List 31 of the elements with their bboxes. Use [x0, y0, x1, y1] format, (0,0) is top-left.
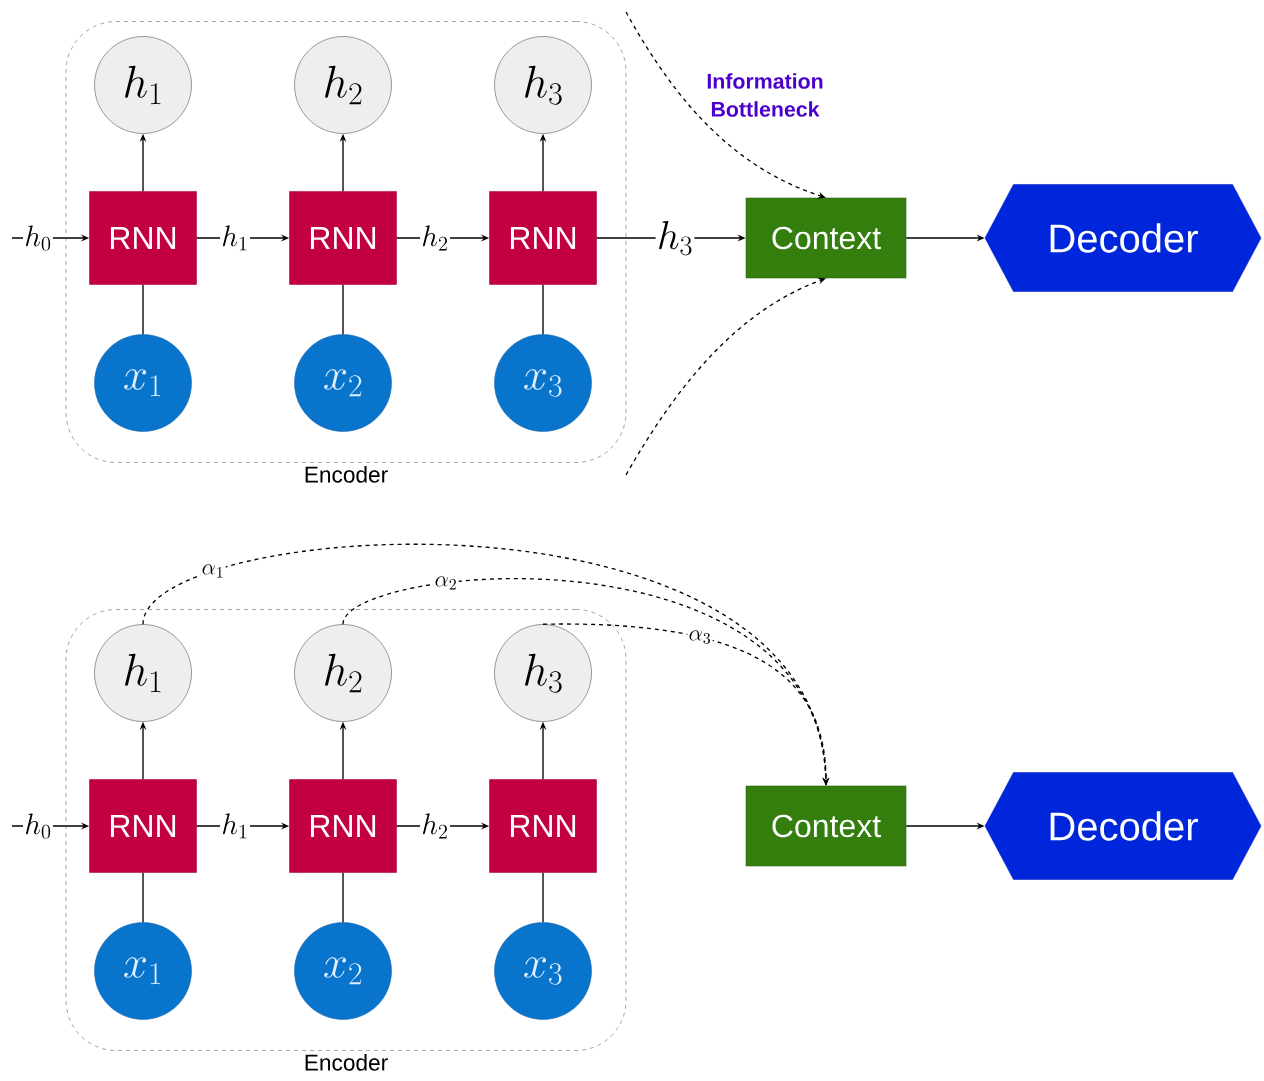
connector-line [142, 872, 144, 923]
edge-label: $h_{1}$ [220, 812, 250, 840]
edge-label: $h_{0}$ [23, 224, 53, 252]
node-label: Encoder [305, 1054, 388, 1071]
edge-label: $h_{2}$ [420, 224, 450, 252]
decoder-hexagon: Decoder [984, 772, 1262, 880]
connector-line [142, 284, 144, 335]
node-label: Encoder [305, 466, 388, 483]
dashed-arrow [625, 11, 826, 199]
edge-label: $\alpha_{3}$ [687, 629, 713, 645]
connector-line [342, 284, 344, 335]
rnn-box: RNN [289, 191, 397, 285]
connector-line [342, 872, 344, 923]
annotation-text: Information Bottleneck [707, 73, 823, 117]
context-box: Context [745, 785, 907, 867]
edge-label: $h_{1}$ [220, 224, 250, 252]
rnn-box: RNN [489, 191, 597, 285]
edge-label: $h_{3}$ [655, 219, 695, 257]
rnn-box: RNN [89, 779, 197, 873]
edge-label: $h_{2}$ [420, 812, 450, 840]
decoder-hexagon: Decoder [984, 184, 1262, 292]
rnn-box: RNN [489, 779, 597, 873]
context-box: Context [745, 197, 907, 279]
edge-label: $\alpha_{2}$ [433, 575, 459, 591]
edge-label: $\alpha_{1}$ [200, 563, 226, 579]
connector-line [542, 284, 544, 335]
edge-label: $h_{0}$ [23, 812, 53, 840]
dashed-arrow [625, 277, 826, 476]
connector-line [542, 872, 544, 923]
rnn-box: RNN [289, 779, 397, 873]
rnn-box: RNN [89, 191, 197, 285]
